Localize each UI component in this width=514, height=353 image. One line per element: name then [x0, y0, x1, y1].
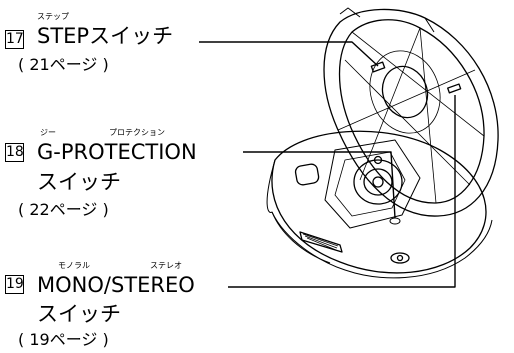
- g-protection-switch: [389, 217, 401, 225]
- callout-number-18: 18: [5, 143, 24, 162]
- mono-stereo-label-line2: スイッチ: [37, 302, 121, 326]
- g-protection-label: G-PROTECTION: [37, 140, 197, 164]
- mono-stereo-page-ref: ( 19ページ ): [18, 330, 109, 349]
- player-base: [266, 130, 493, 279]
- step-switch-label: STEPスイッチ: [37, 24, 174, 48]
- protection-ruby: プロテクション: [109, 128, 165, 137]
- step-switch: [370, 61, 386, 73]
- mono-ruby: モノラル: [58, 261, 90, 270]
- leader-line-18: [243, 151, 396, 219]
- leader-line-19: [228, 95, 456, 288]
- g-protection-page-ref: ( 22ページ ): [18, 200, 109, 219]
- leader-line-17: [199, 41, 379, 67]
- g-protection-label-line2: スイッチ: [37, 170, 121, 194]
- callout-number-17: 17: [5, 30, 24, 49]
- step-ruby: ステップ: [37, 12, 69, 21]
- callout-number-19: 19: [5, 275, 24, 294]
- mono-stereo-label: MONO/STEREO: [37, 273, 195, 297]
- stereo-ruby: ステレオ: [150, 261, 182, 270]
- g-ruby: ジー: [40, 128, 56, 137]
- step-page-ref: ( 21ページ ): [18, 55, 109, 74]
- mono-stereo-switch: [390, 252, 410, 264]
- player-lid: [323, 7, 499, 217]
